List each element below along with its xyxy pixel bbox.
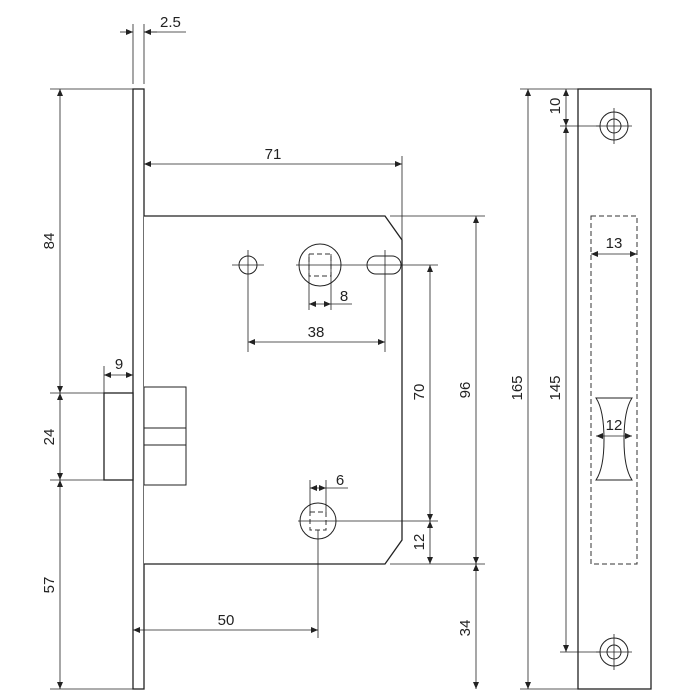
bolt-channel	[590, 215, 638, 565]
latch-mechanism	[143, 386, 187, 486]
dim-12-hole: 12	[606, 417, 623, 434]
dim-8: 8	[340, 288, 348, 305]
dim-10: 10	[547, 98, 564, 115]
dim-38: 38	[308, 324, 325, 341]
dim-96: 96	[457, 382, 474, 399]
latch-opening	[595, 397, 633, 481]
lock-front-view: 2.5 84 24 57 71 9 8 38 6 50 70 12 96 34	[41, 14, 485, 690]
dim-71: 71	[265, 146, 282, 163]
faceplate	[132, 88, 145, 690]
dim-165: 165	[509, 375, 526, 400]
dim-6: 6	[336, 472, 344, 489]
dim-12-offset: 12	[411, 534, 428, 551]
latch-bolt	[103, 392, 134, 481]
faceplate-outline	[577, 88, 652, 690]
top-screw-hole	[596, 108, 632, 144]
slot-hole-right	[366, 250, 402, 352]
dim-9: 9	[115, 356, 123, 373]
lock-case	[144, 215, 403, 565]
dim-145: 145	[547, 375, 564, 400]
dim-57: 57	[41, 577, 58, 594]
dim-24: 24	[41, 429, 58, 446]
dim-50: 50	[218, 612, 235, 629]
dim-70: 70	[411, 384, 428, 401]
faceplate-view: 165 145 10 13 12	[509, 88, 652, 690]
dim-13: 13	[606, 235, 623, 252]
key-spindle-hole	[298, 480, 438, 638]
dim-84: 84	[41, 233, 58, 250]
dim-2.5: 2.5	[160, 14, 181, 31]
dim-34: 34	[457, 620, 474, 637]
